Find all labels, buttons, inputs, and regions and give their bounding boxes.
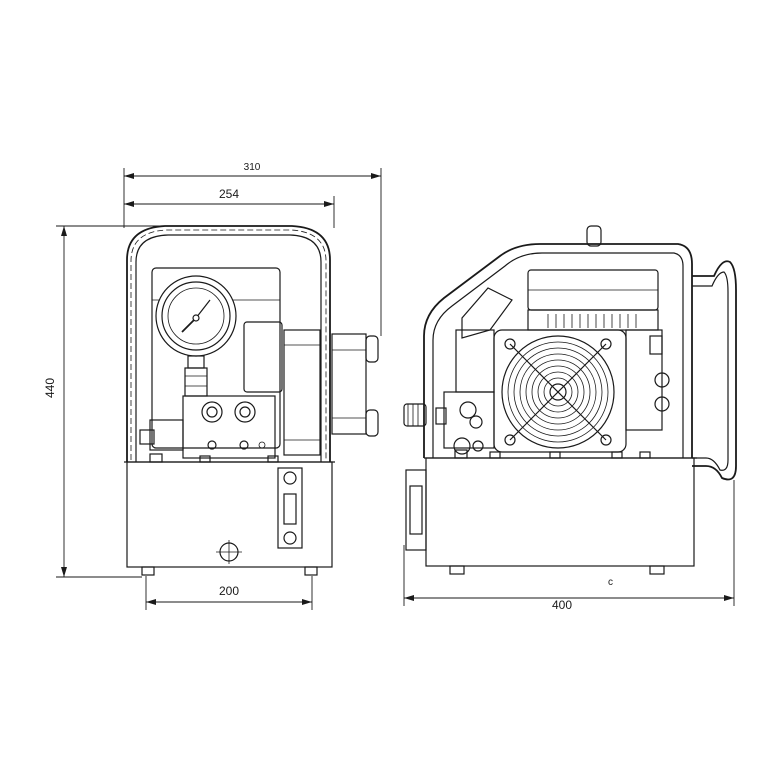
side-view xyxy=(403,225,737,575)
side-reservoir xyxy=(425,457,695,567)
motor-fins xyxy=(547,314,637,328)
fan-grille xyxy=(501,335,615,449)
dimension-310: 310 xyxy=(123,162,382,336)
front-view xyxy=(124,225,379,576)
dimension-200: 200 xyxy=(145,576,313,610)
front-foot-left xyxy=(141,566,155,576)
front-motor-housing xyxy=(151,267,281,449)
front-reservoir xyxy=(126,461,333,568)
valve-fitting-left xyxy=(201,401,223,423)
front-side-flange xyxy=(331,333,367,435)
dimension-440: 440 xyxy=(43,225,160,578)
side-hose-fitting xyxy=(403,403,427,427)
front-handle-frame xyxy=(126,225,331,462)
oil-sight-glass xyxy=(277,467,303,549)
side-handle-frame xyxy=(423,243,693,458)
side-foot-left xyxy=(449,565,465,575)
valve-block xyxy=(182,395,276,459)
dim-254-label: 254 xyxy=(219,187,239,201)
stray-mark: c xyxy=(608,577,613,588)
top-knob xyxy=(586,225,602,247)
dim-440-label: 440 xyxy=(43,378,57,398)
valve-fitting-right xyxy=(234,401,256,423)
dimension-400: 400 xyxy=(403,480,735,612)
side-foot-right xyxy=(649,565,665,575)
front-foot-right xyxy=(304,566,318,576)
rear-handle xyxy=(692,260,737,481)
dimension-254: 254 xyxy=(124,187,335,228)
dim-400-label: 400 xyxy=(552,598,572,612)
dim-310-label: 310 xyxy=(244,162,261,173)
dim-200-label: 200 xyxy=(219,584,239,598)
